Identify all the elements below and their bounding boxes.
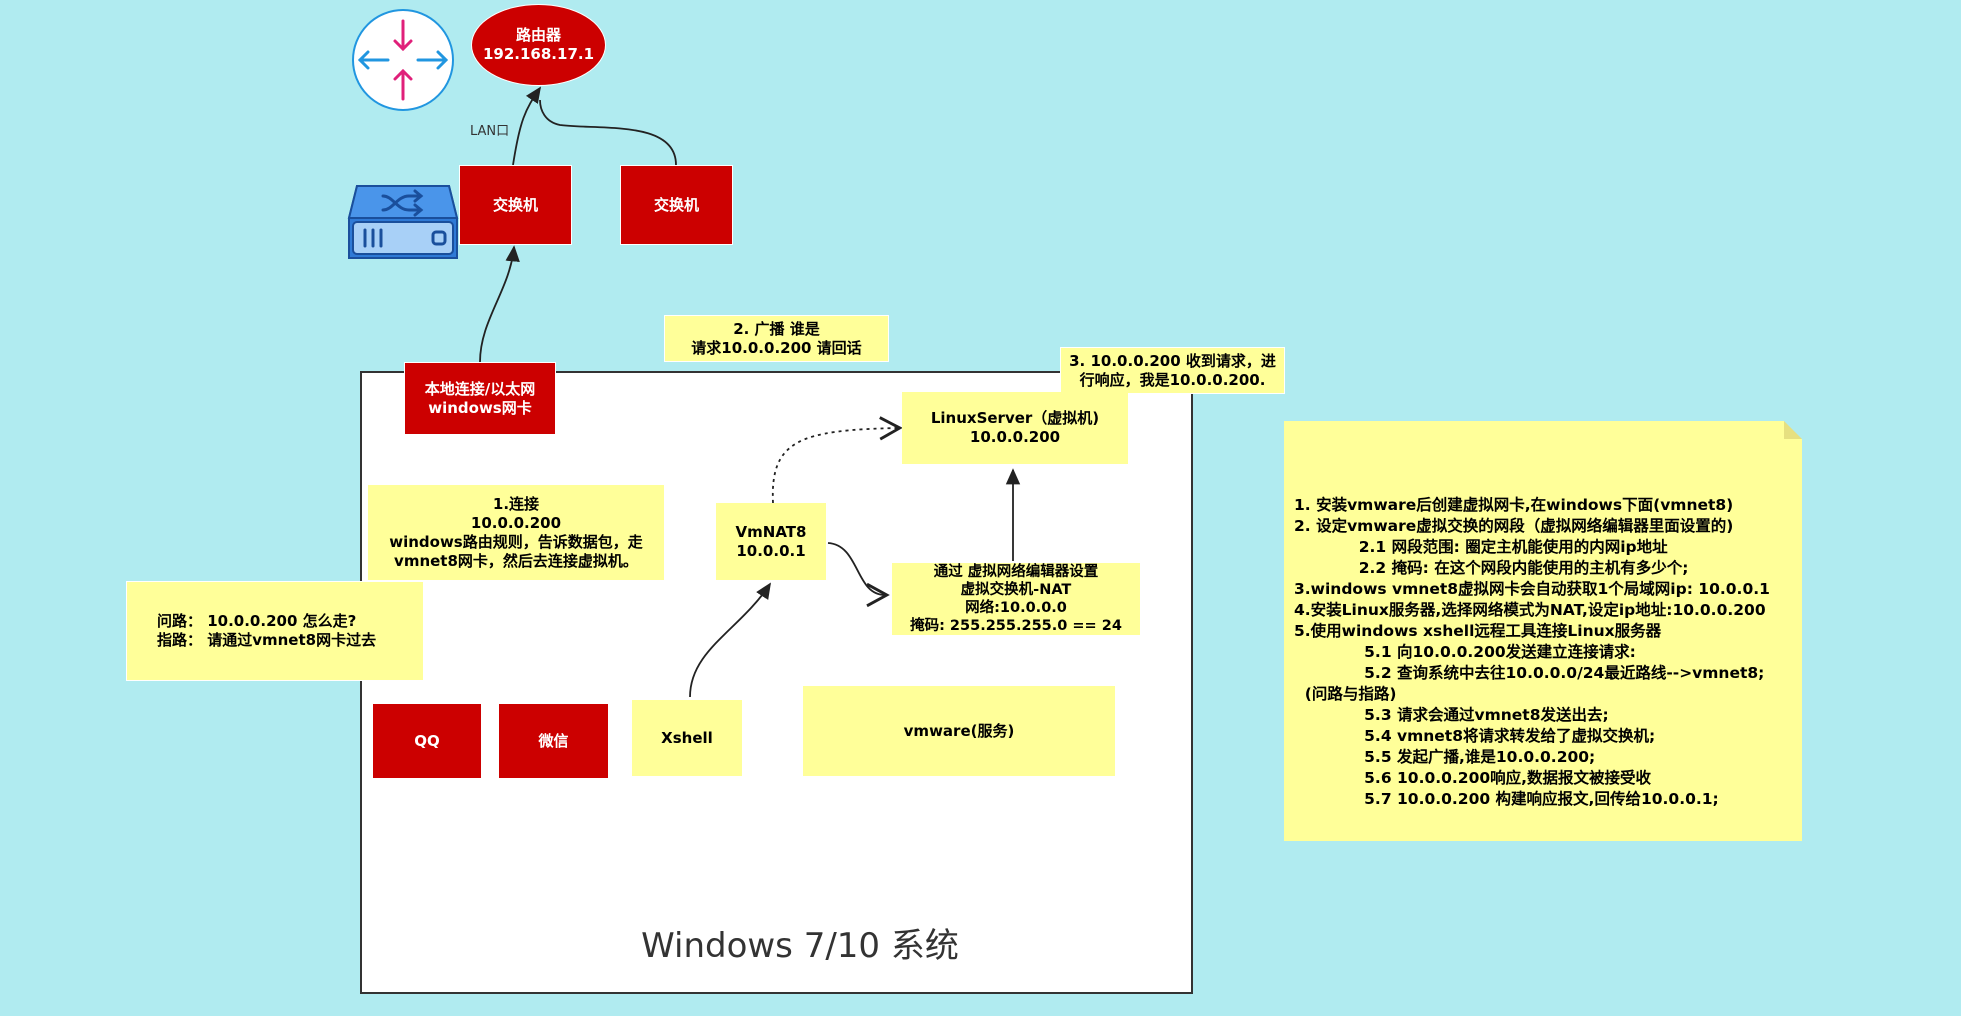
nic-line2: windows网卡	[428, 398, 532, 417]
router-node: 路由器 192.168.17.1	[471, 4, 606, 86]
windows-system-title: Windows 7/10 系统	[641, 926, 959, 966]
switch-device-icon	[347, 185, 459, 259]
response-note: 3. 10.0.0.200 收到请求，进 行响应，我是10.0.0.200.	[1060, 347, 1285, 394]
router-icon	[352, 9, 454, 111]
connector-switch-to-router	[512, 86, 542, 166]
step-item: 4.安装Linux服务器,选择网络模式为NAT,设定ip地址:10.0.0.20…	[1294, 601, 1766, 619]
broadcast-note: 2. 广播 谁是 请求10.0.0.200 请回话	[664, 315, 889, 362]
step-item: 5.5 发起广播,谁是10.0.0.200;	[1294, 748, 1596, 766]
app-qq: QQ	[372, 703, 482, 779]
step-item: 5.3 请求会通过vmnet8发送出去;	[1294, 706, 1609, 724]
step-item: 2. 设定vmware虚拟交换的网段（虚拟网络编辑器里面设置的)	[1294, 517, 1734, 535]
lan-port-label: LAN口	[470, 124, 510, 139]
connector-vmnat8-to-linux	[771, 416, 903, 504]
vmnat8-node: VmNAT8 10.0.0.1	[716, 503, 826, 580]
router-label: 路由器	[515, 26, 561, 44]
connect-note: 1.连接 10.0.0.200 windows路由规则，告诉数据包，走 vmne…	[368, 485, 664, 580]
connector-switch2-to-router	[539, 99, 677, 166]
step-item: 5.7 10.0.0.200 构建响应报文,回传给10.0.0.1;	[1294, 790, 1719, 808]
windows-nic: 本地连接/以太网 windows网卡	[404, 362, 556, 435]
switch-right: 交换机	[620, 165, 733, 245]
route-query-note: 问路： 10.0.0.200 怎么走? 指路： 请通过vmnet8网卡过去	[126, 581, 424, 681]
step-item: 1. 安装vmware后创建虚拟网卡,在windows下面(vmnet8)	[1294, 496, 1734, 514]
step-item: 5.6 10.0.0.200响应,数据报文被接受收	[1294, 769, 1652, 787]
connector-vmnat8-to-switch	[827, 542, 890, 608]
switch-left: 交换机	[459, 165, 572, 245]
step-item: 2.2 掩码: 在这个网段内能使用的主机有多少个;	[1294, 559, 1689, 577]
connector-xshell-to-vmnat8	[689, 582, 771, 698]
connector-nic-to-switch	[479, 245, 520, 363]
windows-system-frame	[360, 371, 1193, 994]
step-item: 5.1 向10.0.0.200发送建立连接请求:	[1294, 643, 1636, 661]
vmware-service: vmware(服务)	[803, 686, 1115, 776]
steps-list: 1. 安装vmware后创建虚拟网卡,在windows下面(vmnet8) 2. …	[1294, 495, 1802, 810]
virtual-switch-node: 通过 虚拟网络编辑器设置 虚拟交换机-NAT 网络:10.0.0.0 掩码: 2…	[892, 563, 1140, 635]
step-item: (问路与指路)	[1294, 685, 1397, 703]
app-xshell: Xshell	[632, 700, 742, 776]
router-ip: 192.168.17.1	[482, 45, 595, 63]
note-corner-fold	[1784, 421, 1802, 439]
nic-line1: 本地连接/以太网	[424, 379, 536, 398]
step-item: 5.4 vmnet8将请求转发给了虚拟交换机;	[1294, 727, 1656, 745]
step-item: 5.使用windows xshell远程工具连接Linux服务器	[1294, 622, 1662, 640]
steps-note: 1. 安装vmware后创建虚拟网卡,在windows下面(vmnet8) 2. …	[1284, 421, 1802, 841]
step-item: 5.2 查询系统中去往10.0.0.0/24最近路线-->vmnet8;	[1294, 664, 1765, 682]
step-item: 2.1 网段范围: 圈定主机能使用的内网ip地址	[1294, 538, 1668, 556]
app-wechat: 微信	[498, 703, 609, 779]
step-item: 3.windows vmnet8虚拟网卡会自动获取1个局域网ip: 10.0.0…	[1294, 580, 1770, 598]
linux-server-node: LinuxServer（虚拟机) 10.0.0.200	[902, 392, 1128, 464]
